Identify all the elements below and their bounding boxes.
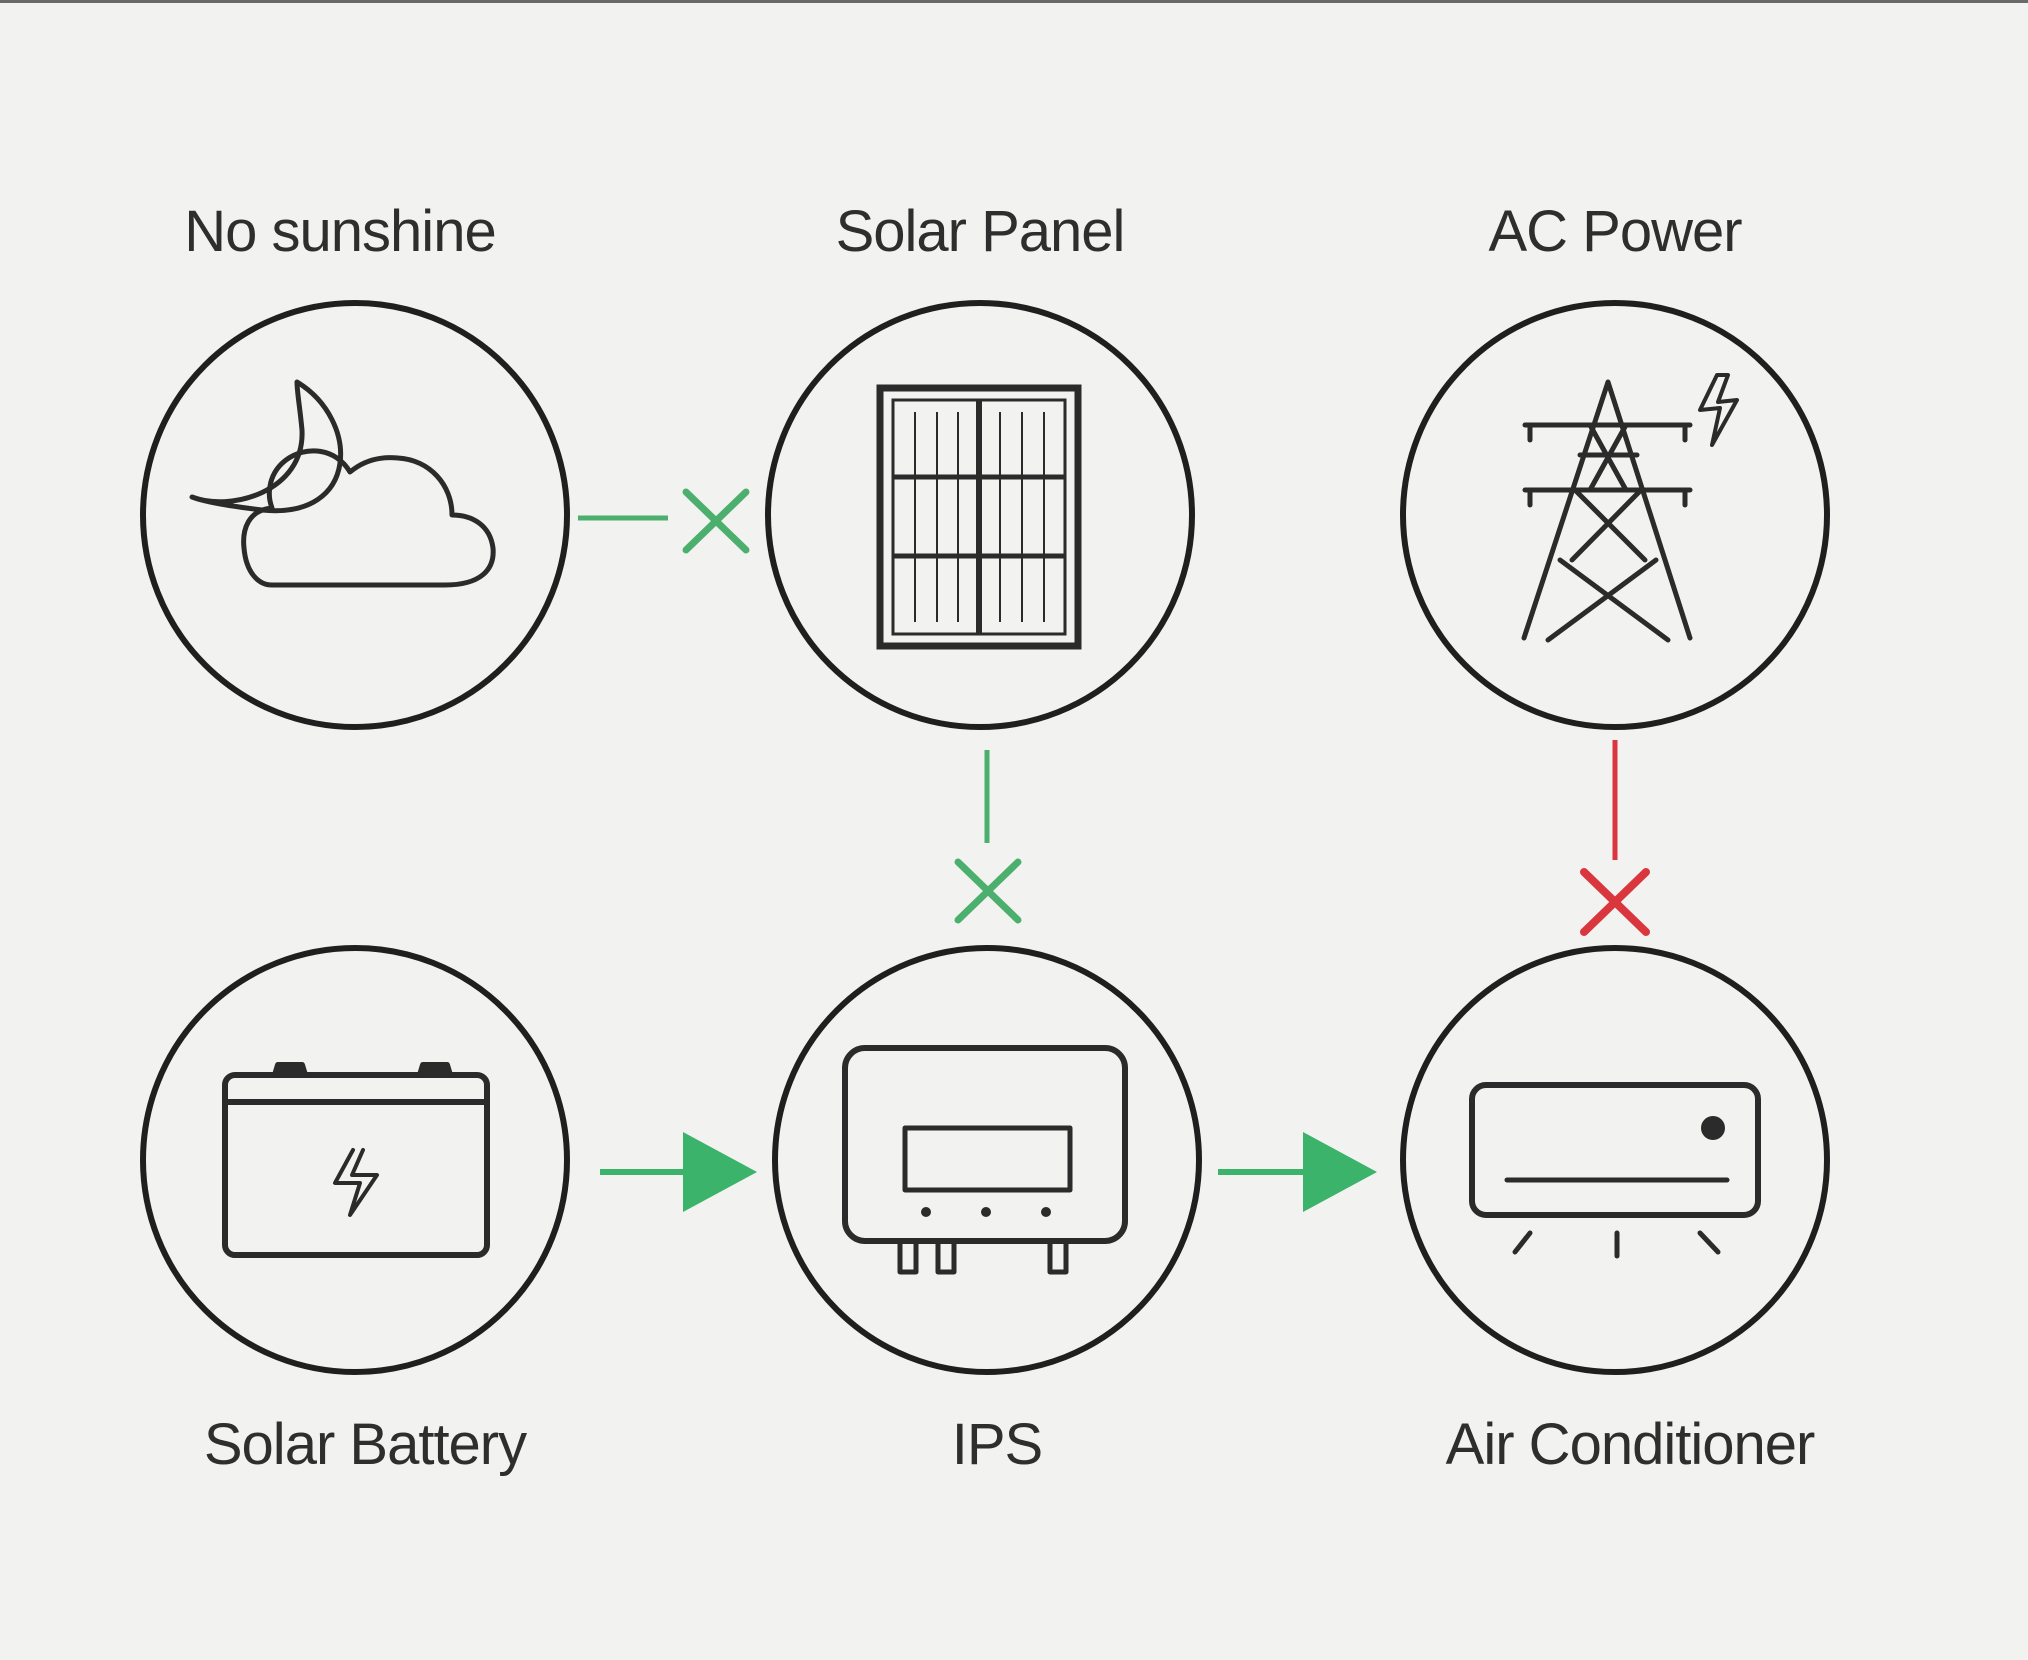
- label-ips: IPS: [951, 1412, 1043, 1477]
- arrow-head-icon: [683, 1132, 757, 1212]
- node-solar-panel: [765, 300, 1195, 730]
- node-ac-power: [1400, 300, 1830, 730]
- node-air-conditioner: [1400, 945, 1830, 1375]
- connection-solar-battery-to-ips: [600, 1132, 757, 1212]
- node-ips: [772, 945, 1202, 1375]
- connection-ips-to-air-conditioner: [1218, 1132, 1377, 1212]
- solar-panel-icon: [876, 384, 1082, 650]
- moon-cloud-icon: [189, 379, 496, 588]
- blocked-x-icon: [954, 858, 1022, 924]
- air-conditioner-icon: [1469, 1082, 1761, 1259]
- inverter-icon: [842, 1045, 1128, 1275]
- power-tower-icon: [1521, 373, 1739, 643]
- battery-icon: [222, 1062, 490, 1258]
- label-solar-panel: Solar Panel: [835, 199, 1126, 264]
- label-solar-battery: Solar Battery: [203, 1412, 527, 1477]
- top-divider: [0, 0, 2028, 3]
- blocked-x-icon: [1580, 868, 1650, 936]
- label-no-sunshine: No sunshine: [184, 199, 496, 264]
- label-air-conditioner: Air Conditioner: [1445, 1412, 1816, 1477]
- connection-solar-panel-to-ips: [954, 750, 1022, 924]
- label-ac-power: AC Power: [1488, 199, 1742, 264]
- node-solar-battery: [140, 945, 570, 1375]
- connection-ac-power-to-air-conditioner: [1580, 740, 1650, 936]
- node-no-sunshine: [140, 300, 570, 730]
- arrow-head-icon: [1303, 1132, 1377, 1212]
- blocked-x-icon: [682, 488, 750, 554]
- connection-no-sunshine-to-solar-panel: [578, 488, 750, 554]
